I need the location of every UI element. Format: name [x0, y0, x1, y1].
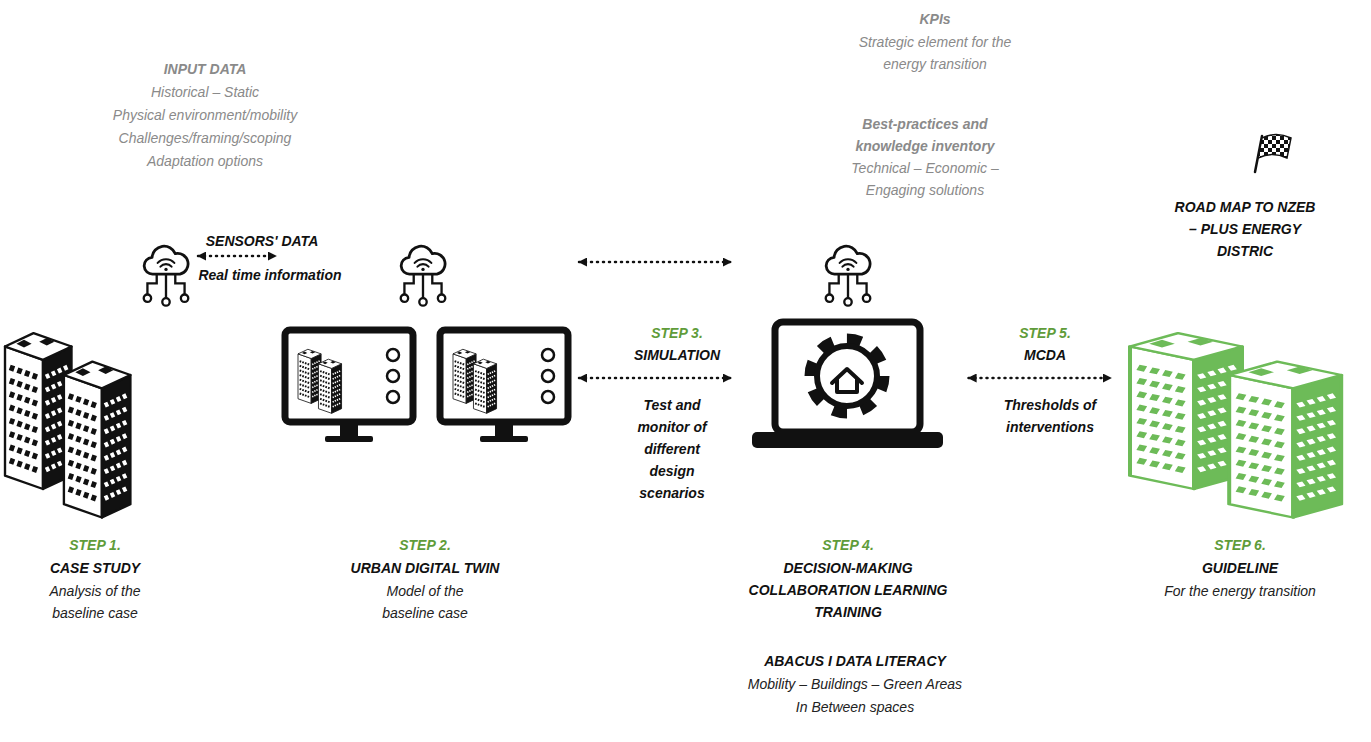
step-text: DECISION-MAKING COLLABORATION LEARNING T… [736, 557, 961, 623]
step-text: Model of the baseline case [363, 580, 488, 624]
annotation-text: Test and monitor of different design sce… [627, 394, 717, 504]
step-text: CASE STUDY [20, 557, 170, 579]
annotation-text: Technical – Economic – Engaging solution… [838, 157, 1013, 201]
green-building-icon [1130, 333, 1341, 517]
cloud-icon [144, 246, 189, 306]
annotation-text: Challenges/framing/scoping [75, 127, 335, 149]
annotation-text: KPIs [875, 8, 995, 30]
step-node: STEP 4.DECISION-MAKING COLLABORATION LEA… [735, 232, 965, 632]
step-text: Analysis of the baseline case [33, 580, 158, 624]
step-text: URBAN DIGITAL TWIN [320, 557, 530, 579]
dotted-connector [198, 255, 276, 258]
step-node: ROAD MAP TO NZEB – PLUS ENERGY DISTRIC ST… [1115, 132, 1365, 627]
dotted-connector [579, 261, 731, 264]
building-icon [5, 333, 130, 517]
step-node: STEP 1.CASE STUDYAnalysis of the baselin… [2, 232, 194, 628]
connector-label: SENSORS' DATA [182, 230, 342, 252]
annotation-text: Real time information [170, 264, 370, 286]
step-text: GUIDELINE [1165, 557, 1315, 579]
step-text: STEP 6. [1180, 534, 1300, 556]
annotation-text: Historical – Static [75, 81, 335, 103]
step-text: STEP 1. [35, 534, 155, 556]
cloud-icon [401, 246, 446, 306]
step-text: STEP 2. [365, 534, 485, 556]
annotation-text: INPUT DATA [75, 58, 335, 80]
step-node: STEP 2.URBAN DIGITAL TWINModel of the ba… [280, 232, 575, 628]
monitor-icon [440, 330, 568, 442]
step-text: STEP 4. [788, 534, 908, 556]
annotation-text: Physical environment/mobility [75, 104, 335, 126]
connector-label: STEP 3. [622, 322, 732, 344]
annotation-text: MCDA [995, 344, 1095, 366]
dotted-connector [579, 377, 731, 380]
annotation-text: Thresholds of interventions [995, 394, 1105, 438]
annotation-text: Adaptation options [75, 150, 335, 172]
annotation-text: Mobility – Buildings – Green Areas [705, 673, 1005, 695]
monitor-icon [285, 330, 413, 442]
step-text: ROAD MAP TO NZEB – PLUS ENERGY DISTRIC [1170, 196, 1320, 262]
annotation-text: SIMULATION [612, 344, 742, 366]
cloud-icon [826, 246, 871, 306]
connector-label: STEP 5. [990, 322, 1100, 344]
annotation-text: Strategic element for the energy transit… [845, 31, 1025, 75]
dotted-connector [969, 377, 1112, 380]
annotation-text: Best-practices and knowledge inventory [845, 113, 1005, 157]
step-text: For the energy transition [1140, 580, 1340, 602]
annotation-text: In Between spaces [715, 696, 995, 718]
annotation-text: ABACUS I DATA LITERACY [715, 650, 995, 672]
laptop-gear-icon [752, 322, 943, 448]
finish-flag-icon [1255, 135, 1291, 173]
